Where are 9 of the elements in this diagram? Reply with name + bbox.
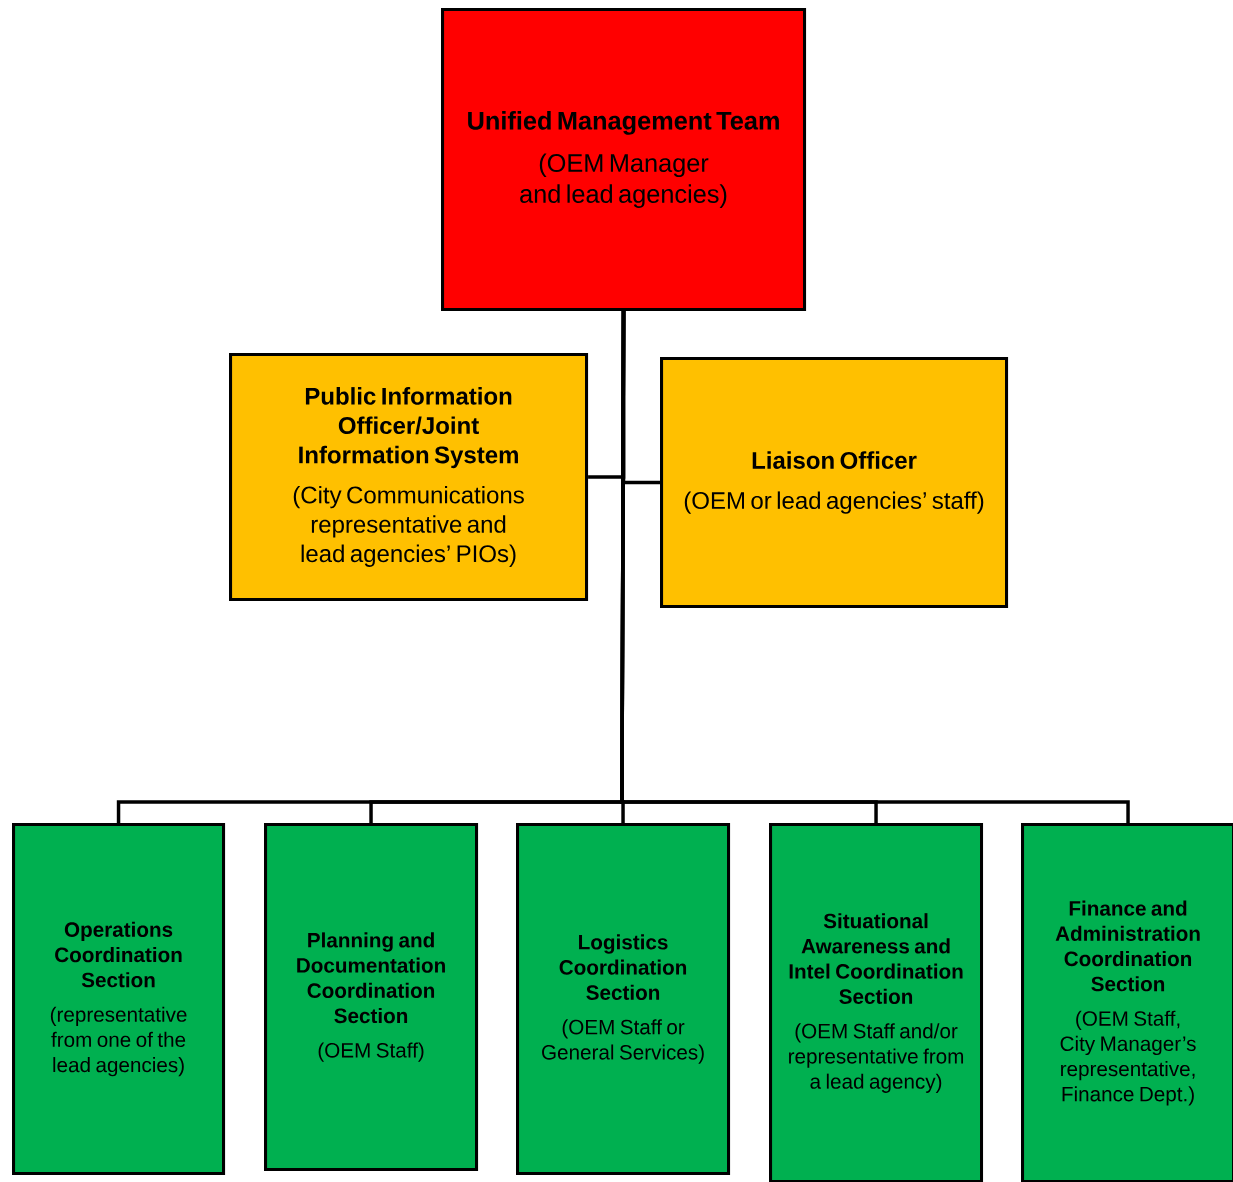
officer-box: Public Information Officer/Joint Information System (City Communications representative and lead agencies’ PIOs) — [229, 353, 589, 602]
section-box: Logistics Coordination Section (OEM Staff or General Services) — [516, 823, 731, 1176]
team-box: Unified Management Team (OEM Manager and lead agencies) — [441, 8, 807, 312]
section-box: Situational Awareness and Intel Coordination Section (OEM Staff and/or representative from a lead agency) — [769, 823, 984, 1182]
connector-line — [620, 311, 1130, 823]
section-box: Finance and Administration Coordination Section (OEM Staff, City Manager’s representative, Finance Dept.) — [1021, 823, 1233, 1182]
section-box: Planning and Documentation Coordination Section (OEM Staff) — [264, 823, 479, 1172]
section-box: Operations Coordination Section (representative from one of the lead agencies) — [12, 823, 226, 1176]
officer-box: Liaison Officer (OEM or lead agencies’ staff) — [660, 357, 1009, 609]
